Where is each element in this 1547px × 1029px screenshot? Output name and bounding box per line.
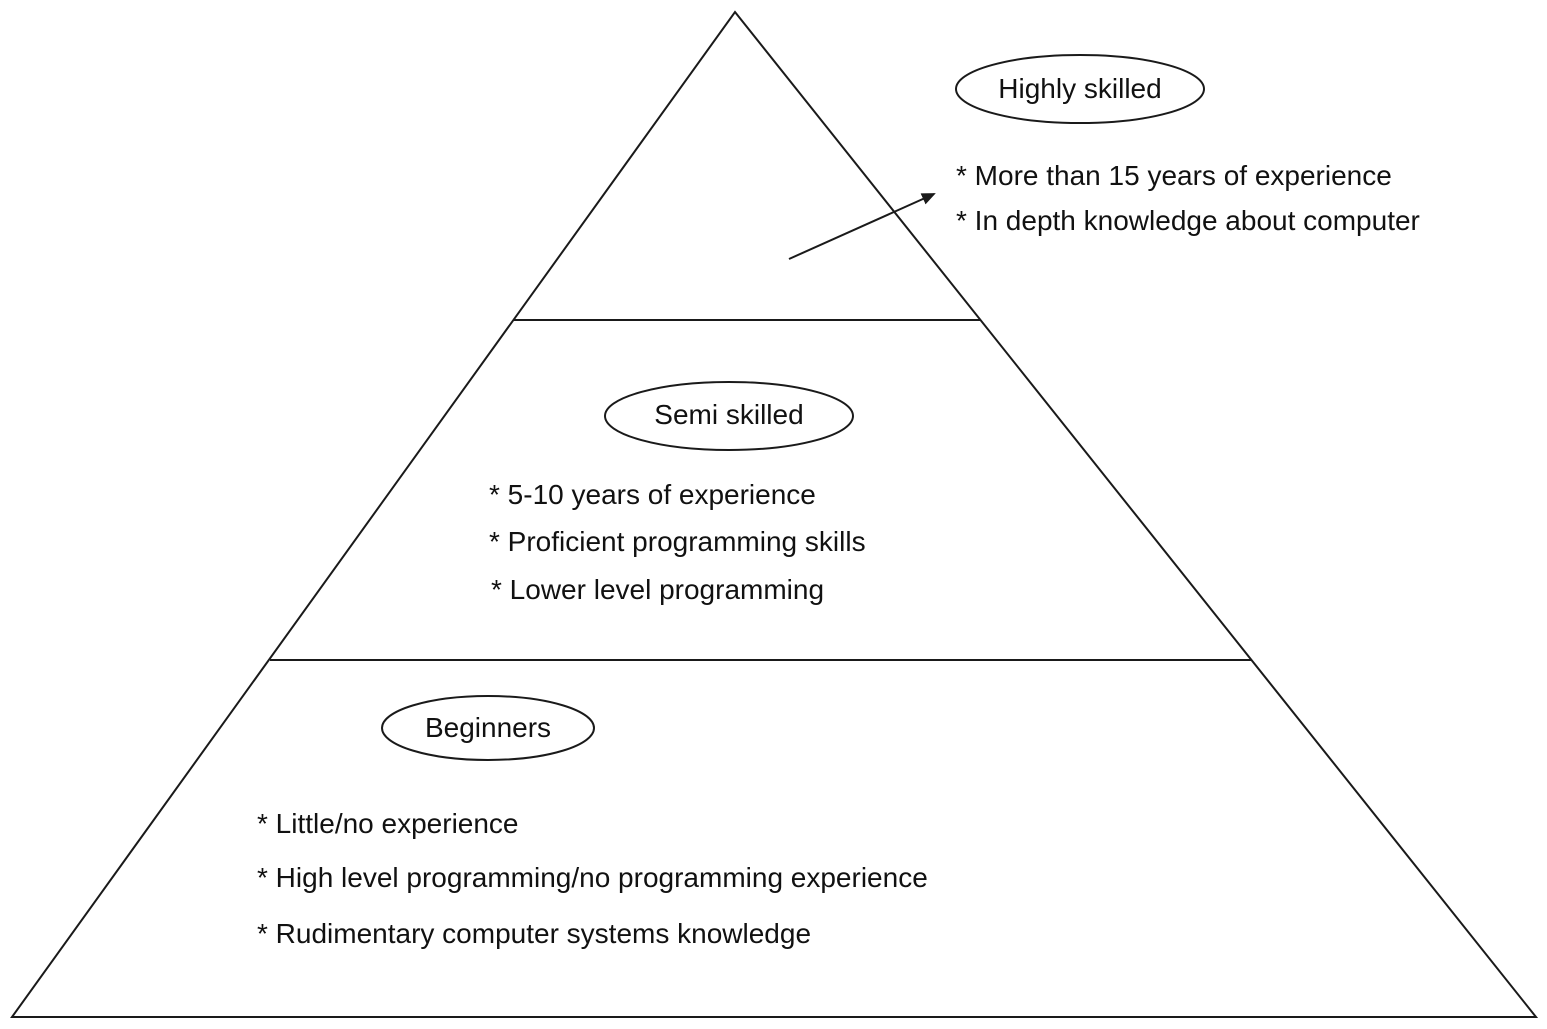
tier-label-beginners: Beginners xyxy=(424,712,552,743)
highly-skilled-point: * In depth knowledge about computer xyxy=(956,205,1420,236)
semi-skilled-oval xyxy=(604,381,854,451)
semi-skilled-point: * Lower level programming xyxy=(491,574,825,605)
beginners-point: * Little/no experience xyxy=(257,808,519,839)
beginners-point: * Rudimentary computer systems knowledge xyxy=(257,918,812,949)
semi-skilled-point: * Proficient programming skills xyxy=(489,526,866,557)
pyramid-outline xyxy=(10,10,1539,1018)
beginners-oval xyxy=(381,695,595,761)
beginners-point: * High level programming/no programming … xyxy=(257,862,928,893)
callout-arrow xyxy=(788,193,936,260)
semi-skilled-point: * 5-10 years of experience xyxy=(489,479,816,510)
tier-label-highly-skilled: Highly skilled xyxy=(998,73,1162,104)
tier-label-semi-skilled: Semi skilled xyxy=(654,399,804,430)
highly-skilled-point: * More than 15 years of experience xyxy=(956,160,1392,191)
highly-skilled-oval xyxy=(955,54,1205,124)
